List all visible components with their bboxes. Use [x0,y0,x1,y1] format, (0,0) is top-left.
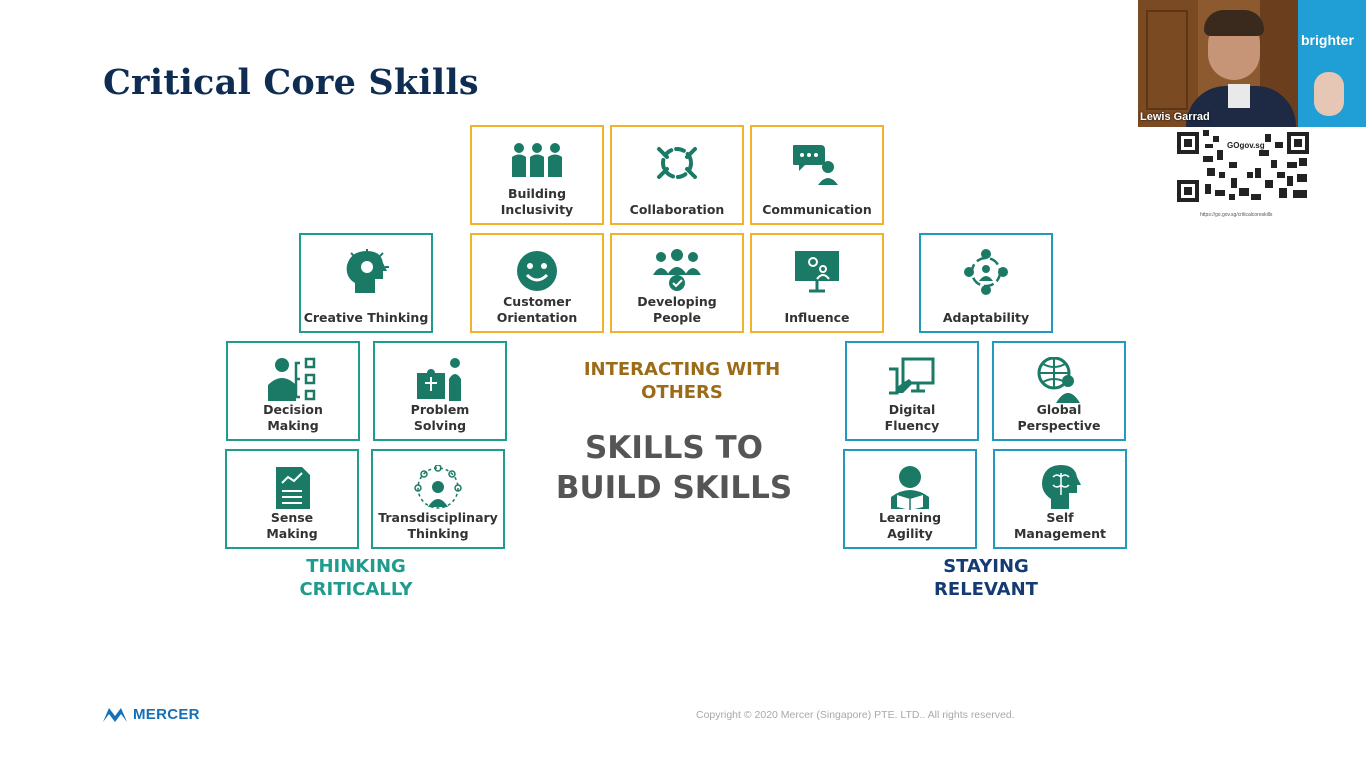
qr-code: GOgov.sg [1175,128,1311,204]
tile-transdisciplinary-thinking: Transdisciplinary Thinking [371,449,505,549]
tile-building-inclusivity: Building Inclusivity [470,125,604,225]
chart-document-icon [276,467,310,509]
tile-label: Sense Making [266,510,318,541]
tile-decision-making: Decision Making [226,341,360,441]
tile-label: Decision Making [263,402,323,433]
tile-learning-agility: Learning Agility [843,449,977,549]
tile-creative-thinking: Creative Thinking [299,233,433,333]
tile-digital-fluency: Digital Fluency [845,341,979,441]
adaptability-cycle-icon [964,249,1008,295]
participant-video[interactable]: brighter Lewis Garrad [1138,0,1366,127]
tile-label: Transdisciplinary Thinking [378,510,498,541]
tile-customer-orientation: Customer Orientation [470,233,604,333]
tile-label: Collaboration [629,202,725,217]
category-thinking-critically: THINKING CRITICALLY [299,556,413,600]
qr-badge: GOgov.sg [1227,141,1265,150]
tile-label: Learning Agility [878,510,942,541]
tile-communication: Communication [750,125,884,225]
mercer-logo: MERCER [103,706,200,723]
tile-collaboration: Collaboration [610,125,744,225]
mercer-logo-icon [103,707,127,722]
slide-title: Critical Core Skills [103,62,479,103]
person-checklist-icon [268,357,316,401]
brain-head-icon [1042,465,1081,509]
qr-url[interactable]: https://go.gov.sg/criticalcoreskills [1200,212,1273,218]
tile-influence: Influence [750,233,884,333]
tile-label: Building Inclusivity [500,186,574,217]
tile-label: Self Management [1013,510,1106,541]
logo-text: MERCER [133,706,200,723]
tile-label: Customer Orientation [496,294,578,325]
head-spark-icon [346,249,389,293]
copyright-text: Copyright © 2020 Mercer (Singapore) PTE.… [696,709,1015,721]
hand-screen-icon [889,357,935,395]
tile-label: Creative Thinking [303,310,429,325]
tile-global-perspective: Global Perspective [992,341,1126,441]
team-check-icon [653,249,701,291]
presentation-icon [795,251,839,293]
tile-problem-solving: Problem Solving [373,341,507,441]
banner-text: brighter [1301,32,1354,48]
participant-name: Lewis Garrad [1140,111,1210,123]
tile-label: Global Perspective [1017,402,1101,433]
tile-label: Communication [762,202,872,217]
category-staying-relevant: STAYING RELEVANT [934,556,1038,600]
tile-label: Problem Solving [410,402,470,433]
chat-person-icon [793,145,838,185]
tile-label: Influence [784,310,850,325]
network-person-icon [414,465,462,509]
tile-label: Adaptability [942,310,1030,325]
center-heading: SKILLS TO BUILD SKILLS [555,430,793,506]
smiley-icon [517,251,557,291]
people-group-icon [512,143,562,177]
globe-person-icon [1037,357,1080,403]
hands-circle-icon [657,147,697,179]
category-interacting-with-others: INTERACTING WITH OTHERS [583,359,781,403]
tile-label: Digital Fluency [884,402,940,433]
puzzle-person-icon [417,358,461,401]
tile-self-management: Self Management [993,449,1127,549]
tile-adaptability: Adaptability [919,233,1053,333]
reading-person-icon [891,466,929,510]
tile-label: Developing People [637,294,717,325]
tile-developing-people: Developing People [610,233,744,333]
tile-sense-making: Sense Making [225,449,359,549]
